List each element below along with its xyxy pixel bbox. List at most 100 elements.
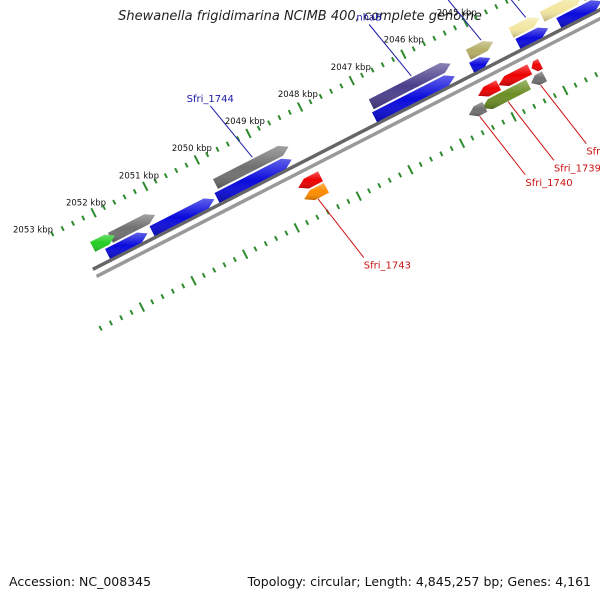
outer-ruler-major-tick: [142, 181, 149, 192]
gene-label-minC-leader: [510, 0, 527, 18]
inner-ruler-minor-tick: [583, 77, 588, 83]
outer-ruler-minor-tick: [256, 125, 261, 131]
gene-label-nhaB: nhaB: [356, 12, 382, 23]
cds-plus-arrow-8-shading: [105, 232, 148, 259]
inner-ruler-minor-tick: [490, 124, 495, 131]
tick-label: 2046 kbp: [384, 36, 424, 46]
outer-ruler-major-tick: [193, 154, 201, 165]
inner-ruler-minor-tick: [274, 235, 279, 242]
outer-ruler-minor-tick: [225, 141, 230, 147]
outer-ruler-minor-tick: [504, 0, 509, 5]
inner-ruler-minor-tick: [119, 314, 124, 321]
inner-ruler-minor-tick: [170, 288, 175, 294]
inner-ruler-minor-tick: [594, 71, 599, 78]
gene-label-Sfri_1744-leader: [209, 105, 253, 158]
tick-label: 2051 kbp: [119, 171, 159, 181]
outer-ruler-major-tick: [348, 75, 355, 86]
cds-plus-arrow-5-shading: [372, 75, 455, 123]
outer-ruler-minor-tick: [163, 173, 168, 179]
cds-minus-arrow-3-shading: [498, 64, 533, 86]
inner-ruler-minor-tick: [181, 283, 186, 289]
inner-ruler-minor-tick: [418, 161, 423, 168]
cds-plus-arrow-6-shading: [214, 158, 292, 203]
backbone-line: [92, 7, 600, 271]
outer-ruler-minor-tick: [329, 88, 334, 94]
outer-ruler-minor-tick: [112, 199, 117, 205]
cds-minus-arrow-4-shading: [478, 80, 502, 97]
inner-ruler-minor-tick: [253, 246, 258, 252]
outer-ruler-major-tick: [400, 49, 407, 60]
inner-ruler-minor-tick: [284, 230, 289, 236]
outer-ruler-minor-tick: [452, 25, 458, 31]
outer-ruler-minor-tick: [308, 99, 313, 105]
tick-label: 2048 kbp: [278, 90, 318, 100]
inner-ruler-minor-tick: [108, 320, 113, 326]
tick-label: 2049 kbp: [225, 117, 265, 127]
inner-ruler-major-tick: [241, 249, 249, 260]
tick-label: 2045 kbp: [437, 9, 477, 19]
gene-label-Sfri_1738: Sfri_1738: [586, 147, 600, 158]
inner-ruler-minor-tick: [439, 151, 444, 157]
outer-ruler-minor-tick: [391, 56, 396, 63]
outer-ruler-minor-tick: [184, 162, 189, 168]
gene-label-Sfri_1744: Sfri_1744: [187, 94, 234, 105]
gene-label-Sfri_1743-leader: [317, 198, 365, 258]
outer-ruler-minor-tick: [205, 151, 210, 158]
outer-ruler-minor-tick: [411, 46, 416, 52]
inner-ruler-minor-tick: [212, 267, 217, 273]
gene-label-Sfri_1739-leader: [507, 101, 555, 161]
inner-ruler-minor-tick: [521, 108, 526, 115]
outer-ruler-major-tick: [517, 0, 521, 1]
inner-ruler-major-tick: [407, 164, 414, 175]
gene-Sfri_1743-arrow-shading: [304, 183, 329, 201]
tick-label: 2047 kbp: [331, 63, 371, 73]
inner-ruler-major-tick: [293, 222, 300, 233]
inner-ruler-minor-tick: [201, 272, 206, 279]
outer-ruler-minor-tick: [174, 167, 179, 174]
gene-Sfri_1738-arrow-shading: [531, 71, 548, 85]
outer-ruler-major-tick: [245, 128, 252, 139]
inner-ruler-minor-tick: [398, 172, 403, 178]
inner-ruler-major-tick: [510, 111, 517, 122]
backbone-line: [95, 16, 600, 278]
outer-ruler-minor-tick: [81, 215, 86, 221]
inner-ruler-minor-tick: [449, 145, 454, 152]
inner-ruler-minor-tick: [387, 177, 392, 183]
gene-label-Sfri_1739: Sfri_1739: [554, 163, 600, 174]
outer-ruler-minor-tick: [60, 225, 65, 232]
gene-label-Sfri_1741-leader: [447, 0, 482, 41]
outer-ruler-minor-tick: [339, 83, 344, 89]
inner-ruler-minor-tick: [377, 182, 382, 189]
inner-ruler-minor-tick: [263, 240, 268, 247]
outer-ruler-minor-tick: [360, 72, 365, 79]
cds-minus-arrow-5-shading: [298, 171, 323, 189]
inner-ruler-minor-tick: [98, 325, 103, 331]
outer-ruler-minor-tick: [153, 178, 158, 184]
outer-ruler-minor-tick: [473, 14, 478, 20]
gene-minE-arrow-shading: [584, 0, 588, 2]
cds-plus-arrow-7-shading: [149, 198, 215, 236]
inner-ruler-minor-tick: [305, 219, 310, 226]
gene-nhaB-arrow-shading: [368, 63, 451, 110]
inner-ruler-minor-tick: [470, 135, 475, 141]
gene-Sfri_1741-arrow-shading: [465, 41, 494, 60]
inner-ruler-major-tick: [355, 191, 362, 202]
gene-Sfri_1744-arrow-shading: [213, 145, 289, 189]
gene-minC-arrow-shading: [508, 17, 540, 38]
gene-label-Sfri_1740: Sfri_1740: [525, 178, 572, 189]
inner-ruler-major-tick: [562, 85, 569, 96]
inner-ruler-minor-tick: [501, 119, 506, 125]
outer-ruler-minor-tick: [370, 67, 375, 73]
inner-ruler-minor-tick: [367, 188, 372, 194]
inner-ruler-minor-tick: [232, 256, 237, 263]
outer-ruler-minor-tick: [70, 220, 75, 226]
outer-ruler-minor-tick: [215, 146, 220, 152]
outer-ruler-minor-tick: [287, 109, 292, 115]
outer-ruler-minor-tick: [318, 93, 323, 100]
inner-ruler-minor-tick: [129, 309, 134, 316]
inner-ruler-minor-tick: [150, 299, 155, 305]
outer-ruler-minor-tick: [483, 9, 489, 15]
outer-ruler-minor-tick: [50, 231, 55, 237]
